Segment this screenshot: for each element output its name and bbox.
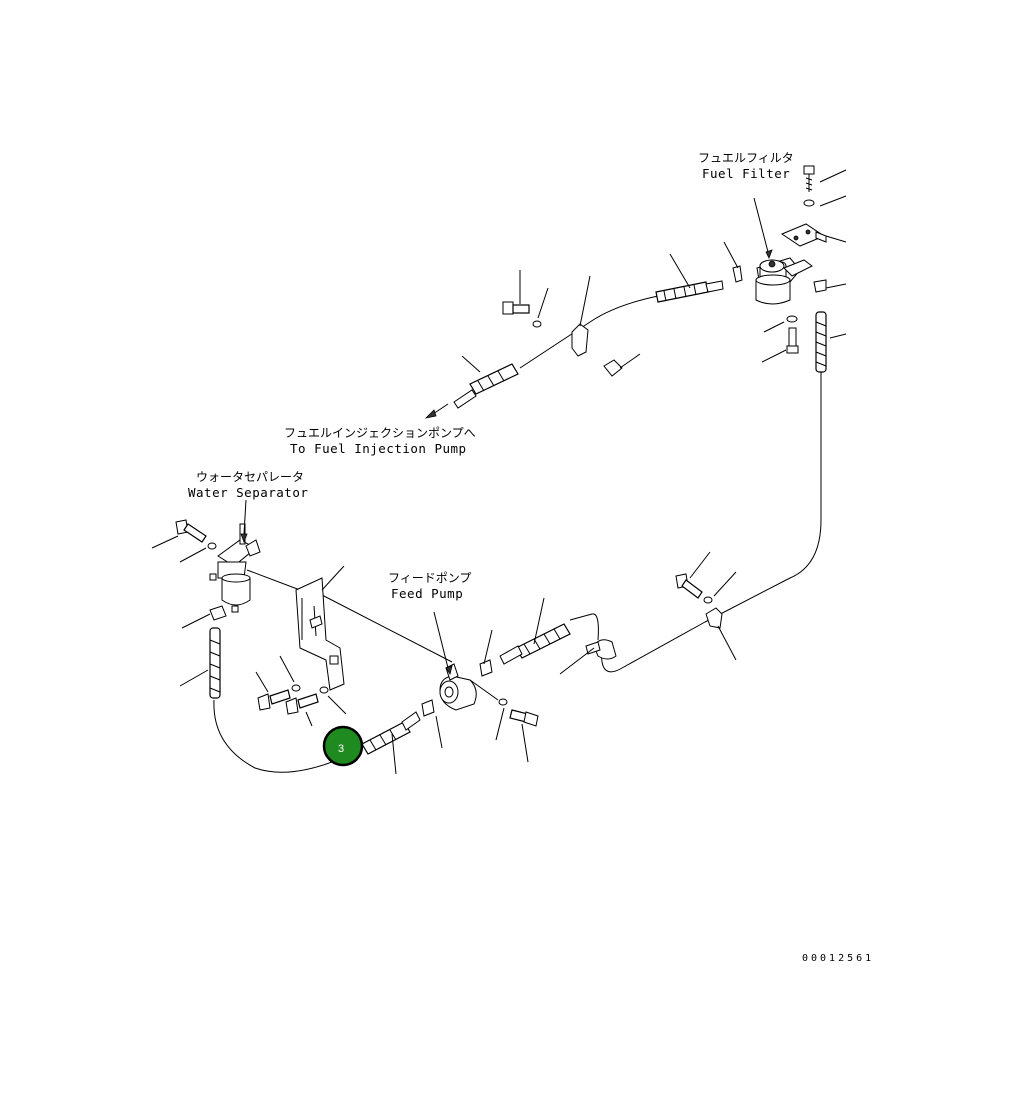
feed-pump-label: フィードポンプ Feed Pump [388, 571, 471, 601]
feed-pump-inlet-hose [361, 711, 421, 755]
feed-pump-assembly [421, 659, 539, 727]
fuel-filter-assembly [732, 165, 827, 373]
water-separator-label-en: Water Separator [188, 485, 308, 500]
fuel-filter-label: フュエルフィルタ Fuel Filter [698, 151, 794, 181]
lower-right-clamp [675, 573, 723, 629]
callout-3[interactable]: 3 [322, 725, 364, 767]
feed-pump-label-en: Feed Pump [391, 586, 463, 601]
drawing-number: 00012561 [802, 953, 874, 964]
fuel-filter-label-jp: フュエルフィルタ [698, 151, 794, 165]
callout-circle[interactable] [322, 725, 364, 767]
injection-pump-label: フュエルインジェクションポンプへ To Fuel Injection Pump [284, 426, 476, 456]
filter-inlet-hose [655, 280, 724, 303]
callout-number: 3 [338, 743, 344, 755]
feed-pump-label-jp: フィードポンプ [388, 571, 471, 585]
water-separator-label-jp: ウォータセパレータ [196, 470, 304, 484]
injection-pump-hose [424, 363, 519, 419]
injection-pump-label-jp: フュエルインジェクションポンプへ [284, 426, 476, 440]
water-separator-assembly [175, 519, 261, 699]
bracket [257, 577, 345, 715]
feed-pump-outlet-hose [499, 623, 617, 665]
injection-pump-label-en: To Fuel Injection Pump [290, 441, 467, 456]
upper-clamp [502, 301, 623, 377]
water-separator-label: ウォータセパレータ Water Separator [188, 470, 308, 500]
leader-lines [151, 169, 847, 775]
fuel-lines [213, 295, 822, 773]
fuel-filter-label-en: Fuel Filter [702, 166, 790, 181]
